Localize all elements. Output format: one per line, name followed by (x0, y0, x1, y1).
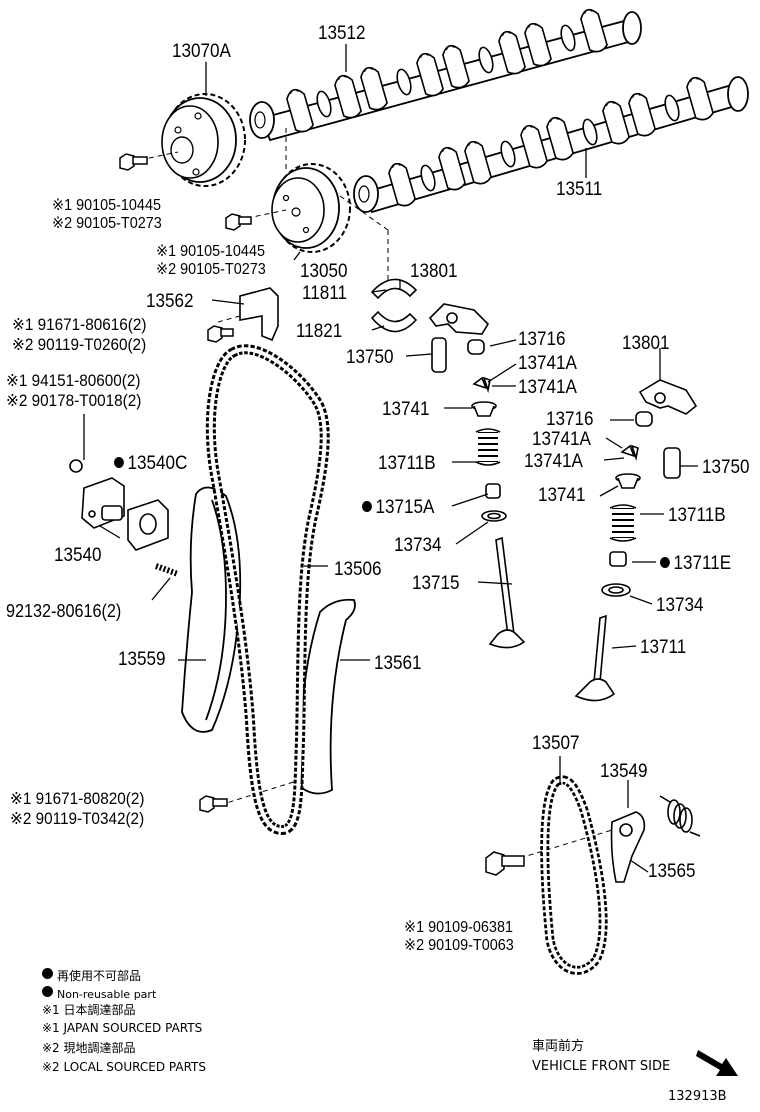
label-13511: 13511 (556, 179, 603, 200)
label-13562: 13562 (146, 291, 194, 312)
label-13507: 13507 (532, 733, 580, 754)
label-bolt-90109-T0063: ※2 90109-T0063 (404, 937, 514, 954)
legend-japan-en: ※1 JAPAN SOURCED PARTS (42, 1021, 203, 1035)
camshaft-13512 (249, 6, 642, 142)
label-nut-90178-T0018: ※2 90178-T0018(2) (6, 391, 142, 410)
legend-local-jp: ※2 現地調達部品 (42, 1041, 136, 1055)
label-bolt-90119-T0260: ※2 90119-T0260(2) (12, 335, 147, 354)
vehicle-front-en: VEHICLE FRONT SIDE (532, 1059, 671, 1074)
vehicle-front-jp: 車両前方 (532, 1039, 585, 1054)
label-13741A-2: 13741A (518, 377, 577, 398)
label-13711: 13711 (640, 637, 687, 658)
vehicle-front-arrow (696, 1050, 738, 1076)
label-13750-right: 13750 (702, 457, 750, 478)
label-13715: 13715 (412, 573, 460, 594)
label-13716-right: 13716 (546, 409, 594, 430)
legend-nonreusable-jp: 再使用不可部品 (42, 968, 141, 982)
legend-japan-jp: ※1 日本調達部品 (42, 1003, 136, 1017)
label-13540C: 13540C (114, 454, 188, 473)
bracket-13562 (239, 287, 279, 342)
valve-train-parts (471, 376, 641, 597)
legend-local-en: ※2 LOCAL SOURCED PARTS (42, 1060, 206, 1074)
figure-id: 132913B (668, 1089, 727, 1104)
leader-lines (83, 44, 698, 873)
tensioner-arm-13549 (610, 811, 646, 883)
label-13741-left: 13741 (382, 399, 430, 420)
label-13741A-3: 13741A (532, 429, 591, 450)
label-13506: 13506 (334, 559, 382, 580)
legend-nonreusable-en: Non-reusable part (42, 986, 156, 1000)
label-13711E: 13711E (660, 554, 732, 573)
label-13801-left: 13801 (410, 261, 458, 282)
tensioner (69, 459, 180, 577)
label-11821: 11821 (296, 321, 343, 342)
label-bolt-90105-T0273-upper: ※2 90105-T0273 (52, 215, 162, 232)
label-bolt-90105-T0273-lower: ※2 90105-T0273 (156, 261, 266, 278)
spring-13565 (659, 795, 701, 837)
label-13540: 13540 (54, 545, 102, 566)
chain-slipper-13559 (181, 486, 242, 733)
label-13750-left: 13750 (346, 347, 394, 368)
label-bolt-90105-10445-lower: ※1 90105-10445 (156, 243, 265, 260)
cam-timing-gear-13050 (271, 163, 351, 253)
rocker-arms (428, 303, 698, 415)
label-bolt-91671-80820: ※1 91671-80820(2) (10, 789, 145, 808)
chain-13507 (540, 775, 608, 975)
label-bolt-90109-06381: ※1 90109-06381 (404, 919, 513, 936)
label-13549: 13549 (600, 761, 648, 782)
label-bolt-90105-10445-upper: ※1 90105-10445 (52, 197, 161, 214)
alignment-lines (139, 128, 613, 859)
cam-timing-gear-13070A (161, 93, 246, 187)
label-13741A-4: 13741A (524, 451, 583, 472)
camshaft-13511 (353, 74, 749, 214)
label-13801-right: 13801 (622, 333, 670, 354)
bearings (370, 278, 418, 333)
label-13711B-right: 13711B (668, 505, 726, 526)
label-13050: 13050 (300, 261, 348, 282)
label-13716-upper: 13716 (518, 329, 566, 350)
label-13711B-left: 13711B (378, 453, 436, 474)
timing-chain-13506 (205, 344, 330, 836)
chain-guide-13561 (299, 598, 356, 795)
valves (488, 536, 616, 702)
label-13734-left: 13734 (394, 535, 442, 556)
label-11811: 11811 (302, 283, 348, 304)
label-13741-right: 13741 (538, 485, 586, 506)
label-stud-92132-80616: 92132-80616(2) (6, 601, 122, 621)
label-13734-right: 13734 (656, 595, 704, 616)
label-nut-94151-80600: ※1 94151-80600(2) (6, 371, 141, 390)
label-13070A: 13070A (172, 41, 231, 62)
lash-adjusters (431, 337, 681, 479)
label-bolt-91671-80616: ※1 91671-80616(2) (12, 315, 147, 334)
label-13715A: 13715A (362, 498, 435, 517)
bolt-icons (119, 153, 525, 876)
label-13512: 13512 (318, 23, 366, 44)
label-13561: 13561 (374, 653, 422, 674)
label-13559: 13559 (118, 649, 166, 670)
label-bolt-90119-T0342: ※2 90119-T0342(2) (10, 809, 145, 828)
label-13741A-1: 13741A (518, 353, 577, 374)
label-13565: 13565 (648, 861, 696, 882)
